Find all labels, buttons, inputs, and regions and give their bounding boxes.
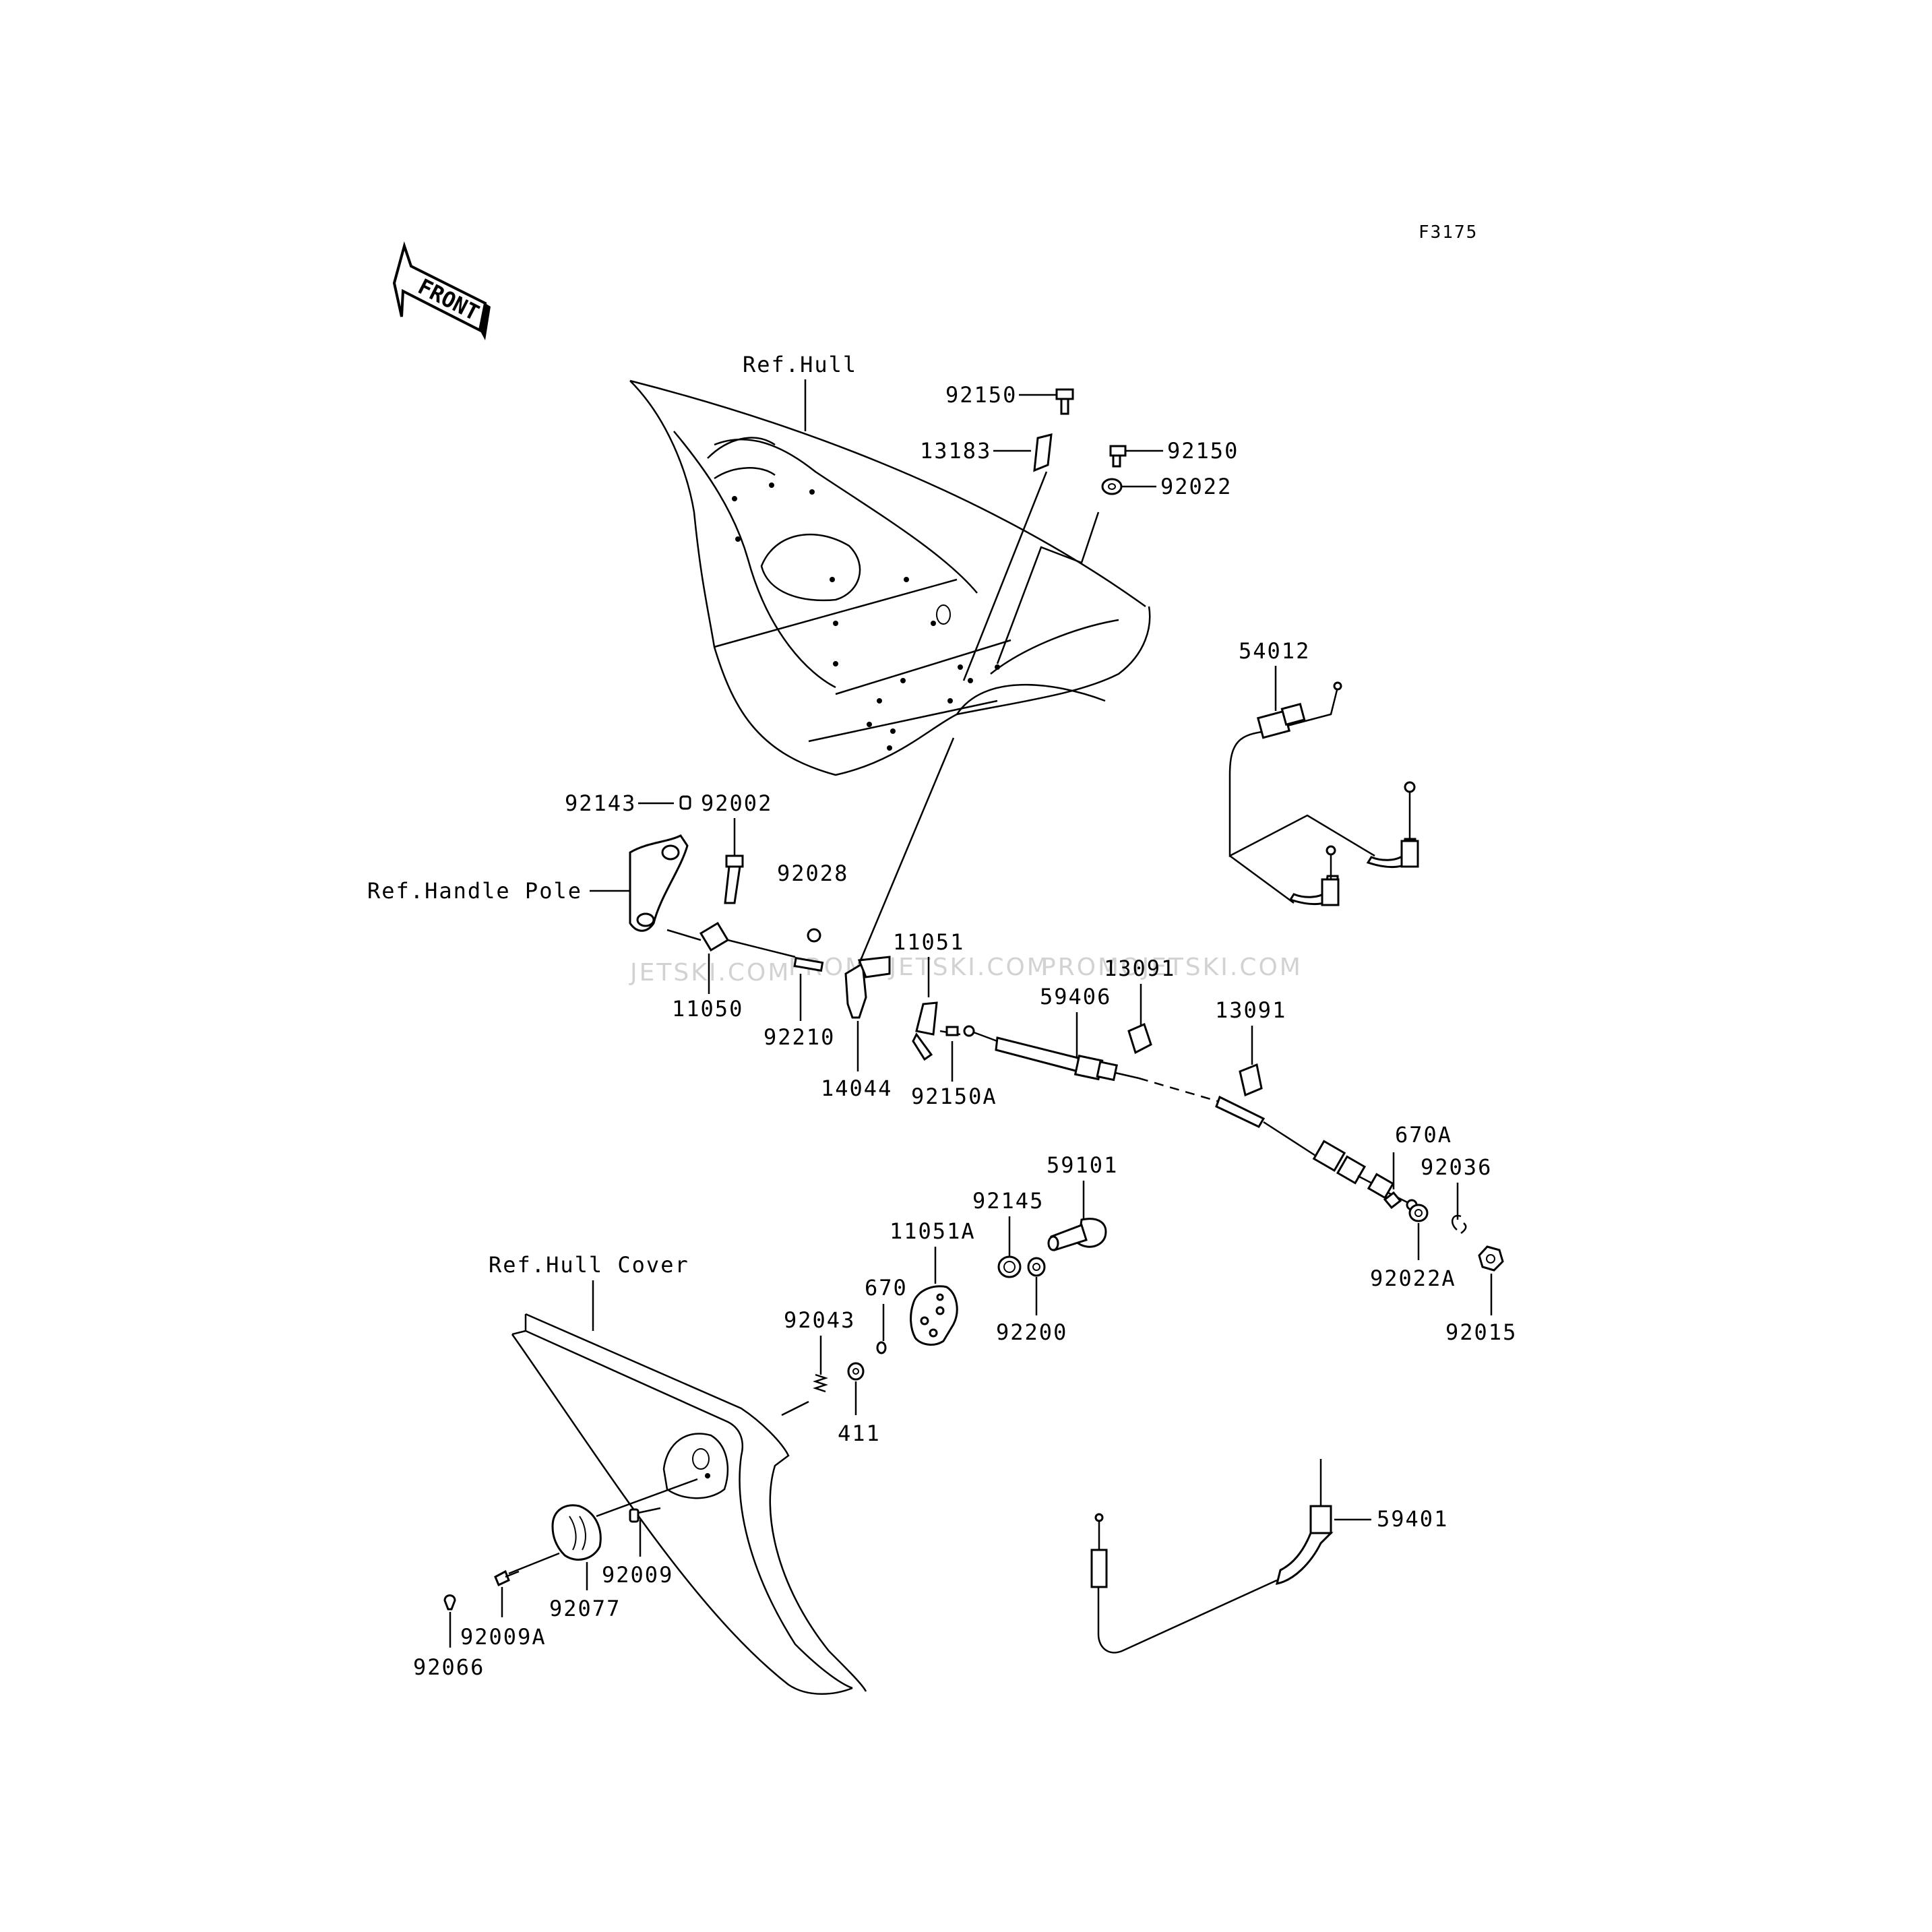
part-label-92145: 92145 (972, 1188, 1044, 1214)
part-label-411: 411 (838, 1421, 881, 1446)
part-label-92002: 92002 (701, 790, 772, 816)
hull-drawing (629, 379, 1151, 776)
ref-handle-pole-label: Ref.Handle Pole (367, 878, 582, 904)
cable-holder-bracket-icon (844, 956, 891, 1019)
washer-icon (847, 1362, 865, 1381)
bushing-icon (997, 1255, 1022, 1278)
clip-icon (876, 1341, 887, 1354)
bushing-icon (793, 956, 824, 972)
nut-icon (807, 928, 821, 943)
part-label-59401: 59401 (1377, 1506, 1448, 1532)
cable-clip-icon (1127, 1022, 1152, 1055)
figure-id: F3175 (1419, 222, 1478, 243)
throttle-lever-icon (1047, 1218, 1107, 1251)
part-label-11051A: 11051A (890, 1218, 976, 1244)
front-arrow-icon: FRONT (392, 241, 491, 340)
part-label-92009: 92009 (602, 1562, 673, 1588)
rivet-icon (443, 1594, 456, 1611)
screw-icon (494, 1569, 520, 1587)
part-label-92077: 92077 (549, 1596, 621, 1621)
throttle-cable-icon (1228, 681, 1419, 906)
part-label-92150A: 92150A (911, 1084, 997, 1109)
screw-icon (629, 1507, 661, 1523)
part-label-92015: 92015 (1445, 1319, 1517, 1345)
part-label-92150-right: 92150 (1167, 438, 1239, 464)
handle-pole-bracket-icon (629, 834, 689, 932)
part-label-670: 670 (865, 1275, 908, 1301)
part-label-13091-lower: 13091 (1215, 997, 1286, 1023)
part-label-92150-top: 92150 (945, 382, 1017, 408)
part-label-59101: 59101 (1047, 1152, 1118, 1178)
cable-stopper-icon (912, 1001, 938, 1061)
screw-icon (939, 1026, 961, 1036)
choke-cable-icon (1090, 1459, 1334, 1654)
part-label-13091-upper: 13091 (1104, 956, 1175, 981)
front-arrow-label: FRONT (414, 274, 483, 326)
hex-nut-icon (1478, 1245, 1504, 1272)
cable-clip-icon (1239, 1063, 1263, 1097)
part-label-670A: 670A (1395, 1122, 1452, 1148)
cable-bracket-icon (699, 921, 730, 952)
part-label-14044: 14044 (821, 1076, 892, 1101)
throttle-case-icon (910, 1285, 958, 1346)
part-label-11051: 11051 (893, 929, 964, 955)
part-label-92143: 92143 (565, 790, 636, 816)
part-label-92200: 92200 (996, 1319, 1067, 1345)
part-label-13183: 13183 (920, 438, 991, 464)
part-label-92043: 92043 (784, 1307, 855, 1333)
part-label-92028: 92028 (777, 861, 848, 886)
part-label-92066: 92066 (413, 1654, 485, 1680)
washer-icon (1027, 1257, 1046, 1277)
hull-cover-drawing (511, 1313, 867, 1695)
washer-icon (1408, 1204, 1429, 1222)
pin-icon (679, 795, 691, 810)
cap-icon (551, 1504, 602, 1561)
cable-end-icon (1215, 1095, 1418, 1211)
ref-hull-cover-label: Ref.Hull Cover (489, 1252, 689, 1278)
part-label-54012: 54012 (1239, 638, 1310, 664)
watermark-2: PROMOJETSKI.COM (788, 954, 1050, 981)
washer-icon (1101, 478, 1123, 495)
part-label-92036: 92036 (1421, 1154, 1492, 1180)
ref-hull-label: Ref.Hull (743, 352, 857, 377)
part-label-92009A: 92009A (460, 1624, 547, 1650)
part-label-92022: 92022 (1160, 474, 1232, 499)
long-bolt-icon (724, 854, 744, 904)
circlip-icon (1451, 1214, 1467, 1235)
part-label-11050: 11050 (672, 996, 743, 1022)
bolt-icon (1109, 445, 1127, 468)
clamp-plate-icon (1033, 433, 1053, 472)
watermark-3: PROMOJETSKI.COM (1041, 954, 1303, 981)
part-label-92022A: 92022A (1370, 1266, 1456, 1291)
control-cable-icon (963, 1025, 1140, 1082)
bolt-icon (1055, 388, 1074, 415)
part-label-59406: 59406 (1040, 984, 1111, 1009)
spring-icon (813, 1373, 828, 1393)
clip-icon (1383, 1191, 1402, 1210)
part-label-92210: 92210 (764, 1024, 835, 1050)
